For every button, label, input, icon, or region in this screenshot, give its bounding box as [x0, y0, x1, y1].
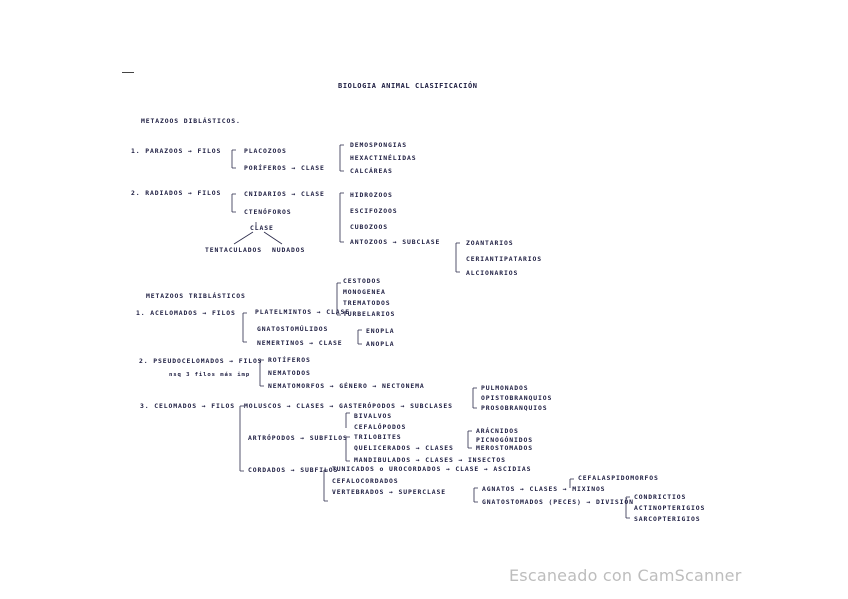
entry-vertebrados: VERTEBRADOS → SUPERCLASE	[332, 488, 446, 496]
entry-antozoos: ANTOZOOS → SUBCLASE	[350, 238, 441, 246]
entry-hidrozoos: HIDROZOOS	[350, 191, 393, 199]
entry-moluscos: MOLUSCOS → CLASES → GASTERÓPODOS → SUBCL…	[244, 402, 453, 410]
entry-placozoos: PLACOZOOS	[244, 147, 287, 155]
entry-condrictios: CONDRICTIOS	[634, 493, 687, 501]
entry-sarcopterigios: SARCOPTERIGIOS	[634, 515, 701, 523]
entry-quelicerados: QUELICERADOS → CLASES	[354, 444, 454, 452]
entry-prosobranquios: PROSOBRANQUIOS	[481, 404, 548, 412]
entry-artropodos: ARTRÓPODOS → SUBFILOS	[248, 434, 348, 442]
entry-monogenea: MONOGENEA	[343, 288, 386, 296]
entry-platelmintos: PLATELMINTOS → CLASE	[255, 308, 350, 316]
entry-agnatos: AGNATOS → CLASES → MIXINOS	[482, 485, 606, 493]
entry-escifozoos: ESCIFOZOOS	[350, 207, 398, 215]
entry-gnatostomados: GNATOSTOMADOS (PECES) → DIVISIÓN	[482, 498, 634, 506]
entry-bivalvos: BIVALVOS	[354, 412, 392, 420]
entry-demospongias: DEMOSPONGIAS	[350, 141, 407, 149]
entry-cubozoos: CUBOZOOS	[350, 223, 388, 231]
entry-zoantarios: ZOANTARIOS	[466, 239, 514, 247]
entry-cefalocordados: CEFALOCORDADOS	[332, 477, 399, 485]
camscanner-watermark: Escaneado con CamScanner	[509, 566, 742, 585]
entry-pulmonados: PULMONADOS	[481, 384, 529, 392]
entry-parazoos: 1. PARAZOOS → FILOS	[131, 147, 222, 155]
entry-pseudocelomados: 2. PSEUDOCELOMADOS → FILOS	[139, 357, 263, 365]
entry-trilobites: TRILOBITES	[354, 433, 402, 441]
entry-calcareas: CALCÁREAS	[350, 167, 393, 175]
entry-cefalopodos: CEFALÓPODOS	[354, 423, 407, 431]
entry-cefalaspidomorfos: CEFALASPIDOMORFOS	[578, 474, 659, 482]
entry-radiados: 2. RADIADOS → FILOS	[131, 189, 222, 197]
section-triblasticos: METAZOOS TRIBLÁSTICOS	[146, 292, 246, 300]
entry-cnidarios: CNIDARIOS → CLASE	[244, 190, 325, 198]
entry-opistobranquios: OPISTOBRANQUIOS	[481, 394, 553, 402]
entry-nematodos: NEMATODOS	[268, 369, 311, 377]
entry-poriferos: PORÍFEROS → CLASE	[244, 164, 325, 172]
entry-alcionarios: ALCIONARIOS	[466, 269, 519, 277]
entry-ceriantipatarios: CERIANTIPATARIOS	[466, 255, 542, 263]
entry-cestodos: CESTODOS	[343, 277, 381, 285]
entry-actinopterigios: ACTINOPTERIGIOS	[634, 504, 706, 512]
entry-gnatostomulidos: GNATOSTOMÚLIDOS	[257, 325, 329, 333]
entry-clase: CLASE	[250, 224, 274, 232]
entry-mandibulados: MANDIBULADOS → CLASES → INSECTOS	[354, 456, 506, 464]
entry-enopla: ENOPLA	[366, 327, 395, 335]
document-title: BIOLOGIA ANIMAL CLASIFICACIÓN	[338, 82, 478, 90]
entry-turbelarios: TURBELARIOS	[343, 310, 396, 318]
entry-anopla: ANOPLA	[366, 340, 395, 348]
entry-pseudo-note: nsq 3 filos más imp	[169, 372, 251, 378]
entry-tunicados: TUNICADOS o UROCORDADOS → CLASE → ASCIDI…	[332, 465, 532, 473]
entry-acelomados: 1. ACELOMADOS → FILOS	[136, 309, 236, 317]
entry-nemertinos: NEMERTINOS → CLASE	[257, 339, 343, 347]
scan-mark	[122, 72, 134, 73]
entry-hexactinelidas: HEXACTINÉLIDAS	[350, 154, 417, 162]
entry-cordados: CORDADOS → SUBFILOS	[248, 466, 339, 474]
entry-nematomorfos: NEMATOMORFOS → GÉNERO → NECTONEMA	[268, 382, 425, 390]
entry-trematodos: TREMATODOS	[343, 299, 391, 307]
entry-tentaculados: TENTACULADOS	[205, 246, 262, 254]
entry-nudados: NUDADOS	[272, 246, 306, 254]
entry-merostomados: MEROSTOMADOS	[476, 444, 533, 452]
entry-celomados: 3. CELOMADOS → FILOS	[140, 402, 235, 410]
entry-aracnidos: ARÁCNIDOS	[476, 427, 519, 435]
entry-ctenoforos: CTENÓFOROS	[244, 208, 292, 216]
entry-picnogonidos: PICNOGÓNIDOS	[476, 436, 533, 444]
section-diblasticos: METAZOOS DIBLÁSTICOS.	[141, 117, 241, 125]
entry-rotiferos: ROTÍFEROS	[268, 356, 311, 364]
